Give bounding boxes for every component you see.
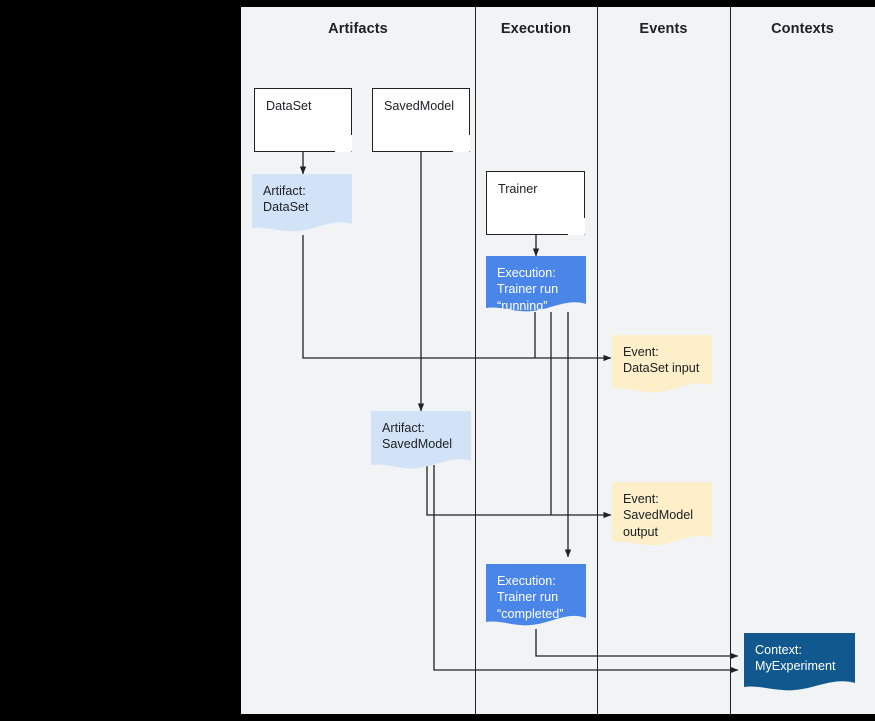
event-shape [612, 335, 712, 393]
page-fold-icon [453, 135, 470, 152]
edge-connectors [299, 152, 739, 674]
edge-artifact-dataset-to-event-input [302, 235, 612, 362]
page-fold-icon [568, 218, 585, 235]
node-savedmodel-document[interactable]: SavedModel [372, 88, 470, 152]
lane-header-artifacts: Artifacts [328, 21, 388, 37]
execution-shape [486, 564, 586, 626]
node-dataset-label: DataSet [266, 99, 312, 113]
node-savedmodel-label: SavedModel [384, 99, 455, 113]
edge-artifact-savedmodel-to-context [433, 465, 739, 674]
node-execution-running[interactable]: Execution: Trainer run “running” [486, 256, 586, 318]
context-shape [744, 633, 855, 691]
edge-artifact-savedmodel-to-event-output [426, 465, 612, 519]
node-event-savedmodel-output[interactable]: Event: SavedModel output [612, 482, 712, 551]
node-artifact-savedmodel[interactable]: Artifact: SavedModel [371, 411, 471, 473]
lane-header-events: Events [639, 21, 688, 37]
node-event-savedmodel-output-label: Event: SavedModel output [623, 492, 694, 539]
execution-shape [486, 256, 586, 312]
event-shape [612, 482, 712, 546]
lane-header-contexts: Contexts [771, 21, 834, 37]
node-context-myexperiment-label: Context: MyExperiment [755, 643, 836, 674]
lane-header-execution: Execution [500, 21, 572, 37]
node-trainer-label: Trainer [498, 182, 538, 196]
lane-divider-execution-events [597, 7, 598, 714]
swimlane-canvas: Artifacts Execution Events Contexts [241, 7, 875, 714]
artifact-shape [252, 174, 352, 232]
edge-execution-completed-to-context [535, 629, 739, 660]
node-execution-completed-label: Execution: Trainer run “completed” [497, 574, 564, 621]
node-context-myexperiment[interactable]: Context: MyExperiment [744, 633, 855, 695]
node-execution-running-label: Execution: Trainer run “running” [497, 266, 559, 313]
node-artifact-dataset-label: Artifact: DataSet [263, 184, 309, 215]
artifact-shape [371, 411, 471, 469]
node-artifact-savedmodel-label: Artifact: SavedModel [382, 421, 453, 452]
node-dataset-document[interactable]: DataSet [254, 88, 352, 152]
page-fold-icon [335, 135, 352, 152]
lane-divider-events-contexts [730, 7, 731, 714]
node-event-dataset-input-label: Event: DataSet input [623, 345, 700, 376]
node-event-dataset-input[interactable]: Event: DataSet input [612, 335, 712, 397]
node-execution-completed[interactable]: Execution: Trainer run “completed” [486, 564, 586, 632]
lane-divider-artifacts-execution [475, 7, 476, 714]
node-artifact-dataset[interactable]: Artifact: DataSet [252, 174, 352, 236]
node-trainer-document[interactable]: Trainer [486, 171, 585, 235]
